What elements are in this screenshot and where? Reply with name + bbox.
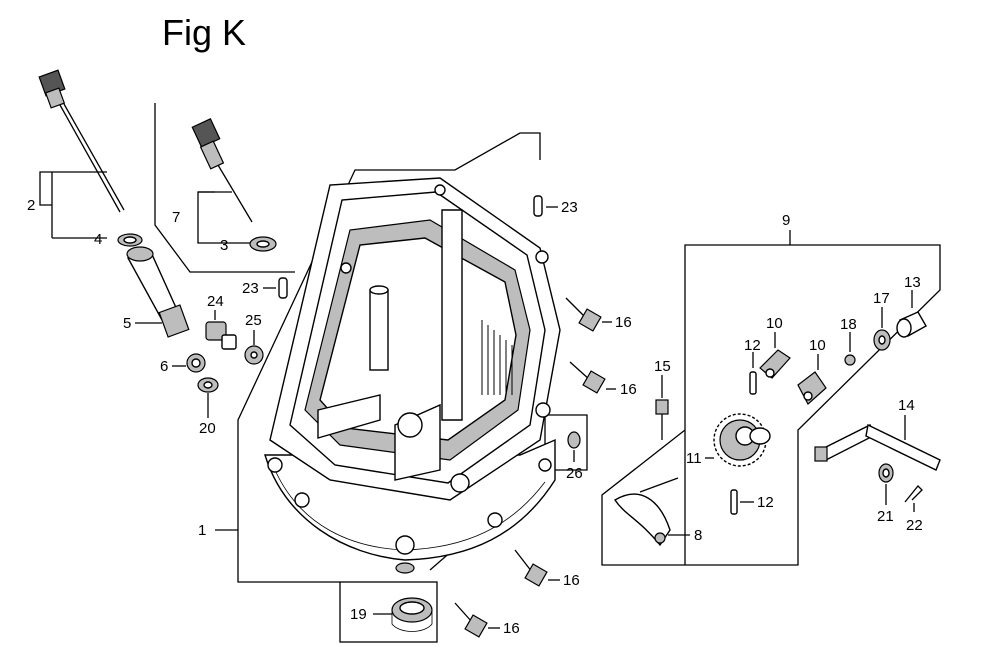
governor-shaft-14 bbox=[814, 423, 941, 471]
dipstick-long bbox=[38, 69, 125, 213]
label-16-d: 16 bbox=[503, 620, 520, 637]
label-23-left: 23 bbox=[242, 280, 259, 297]
bolt-16-c bbox=[514, 549, 548, 587]
label-24: 24 bbox=[207, 293, 224, 310]
label-17: 17 bbox=[873, 290, 890, 307]
pin-12-lower bbox=[730, 489, 738, 515]
clip-18 bbox=[844, 354, 856, 366]
label-21: 21 bbox=[877, 508, 894, 525]
group-outline bbox=[237, 132, 541, 520]
label-26: 26 bbox=[566, 465, 583, 482]
governor-slider-13 bbox=[896, 311, 927, 338]
label-20: 20 bbox=[199, 420, 216, 437]
label-15: 15 bbox=[654, 358, 671, 375]
label-13: 13 bbox=[904, 274, 921, 291]
bolt-15 bbox=[655, 399, 669, 440]
washer-25 bbox=[244, 345, 264, 365]
clip-22 bbox=[904, 485, 923, 503]
bolt-16-d bbox=[454, 602, 488, 638]
leader-2 bbox=[39, 171, 52, 206]
bolt-16-b bbox=[569, 361, 606, 394]
label-10-b: 10 bbox=[809, 337, 826, 354]
label-14: 14 bbox=[898, 397, 915, 414]
governor-arm-8 bbox=[614, 477, 679, 547]
dowel-pin-23-left bbox=[278, 277, 288, 299]
dipstick-short bbox=[191, 118, 253, 223]
bolt-6 bbox=[186, 353, 206, 373]
group-box-7 bbox=[154, 103, 295, 273]
group-box-9 bbox=[684, 244, 941, 566]
label-12-lower: 12 bbox=[757, 494, 774, 511]
washer-20 bbox=[197, 377, 219, 393]
label-8: 8 bbox=[694, 527, 702, 544]
label-16-a: 16 bbox=[615, 314, 632, 331]
washer-21 bbox=[878, 463, 894, 483]
crankcase-cover bbox=[264, 177, 561, 574]
figure-title: Fig K bbox=[162, 12, 246, 53]
label-23-upper: 23 bbox=[561, 199, 578, 216]
label-25: 25 bbox=[245, 312, 262, 329]
label-4: 4 bbox=[94, 231, 102, 248]
label-9: 9 bbox=[782, 212, 790, 229]
filler-tube-5 bbox=[126, 246, 190, 338]
group-bracket-1 bbox=[237, 520, 340, 583]
label-2: 2 bbox=[27, 197, 35, 214]
label-16-b: 16 bbox=[620, 381, 637, 398]
label-22: 22 bbox=[906, 517, 923, 534]
governor-weight-10b bbox=[797, 371, 827, 405]
label-6: 6 bbox=[160, 358, 168, 375]
plug-24 bbox=[205, 321, 237, 350]
label-5: 5 bbox=[123, 315, 131, 332]
washer-17 bbox=[873, 329, 891, 351]
governor-gear-11 bbox=[713, 413, 771, 467]
pin-12-upper bbox=[749, 371, 757, 395]
label-3: 3 bbox=[220, 237, 228, 254]
seal-box-19 bbox=[339, 581, 438, 643]
dowel-pin-23-upper bbox=[533, 195, 543, 217]
label-1: 1 bbox=[198, 522, 206, 539]
label-11: 11 bbox=[686, 450, 702, 467]
bolt-16-a bbox=[565, 297, 602, 332]
label-16-c: 16 bbox=[563, 572, 580, 589]
oil-seal-19 bbox=[391, 597, 433, 632]
governor-weight-10a bbox=[759, 349, 791, 379]
label-7: 7 bbox=[172, 209, 180, 226]
label-10-a: 10 bbox=[766, 315, 783, 332]
label-12-upper: 12 bbox=[744, 337, 761, 354]
seal-26 bbox=[567, 431, 581, 449]
label-19: 19 bbox=[350, 606, 367, 623]
label-18: 18 bbox=[840, 316, 857, 333]
